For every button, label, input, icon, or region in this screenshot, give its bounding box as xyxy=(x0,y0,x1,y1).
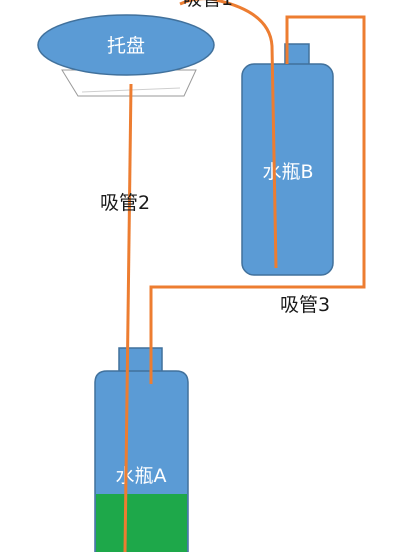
tube-2-label: 吸管2 xyxy=(100,192,150,214)
bottle-b-label: 水瓶B xyxy=(262,161,313,183)
bottle-a-water xyxy=(96,494,187,552)
tube-3 xyxy=(149,15,366,384)
tube-1 xyxy=(179,0,278,269)
bottle-b-cap xyxy=(284,43,310,67)
tube-2 xyxy=(123,83,133,552)
tray-label: 托盘 xyxy=(107,35,145,57)
bottle-a-label: 水瓶A xyxy=(116,465,167,487)
tube-3-label: 吸管3 xyxy=(280,294,330,316)
tube-1-label: 吸管1 xyxy=(183,0,233,10)
tray xyxy=(37,14,215,76)
bottle-a-cap xyxy=(118,347,163,375)
